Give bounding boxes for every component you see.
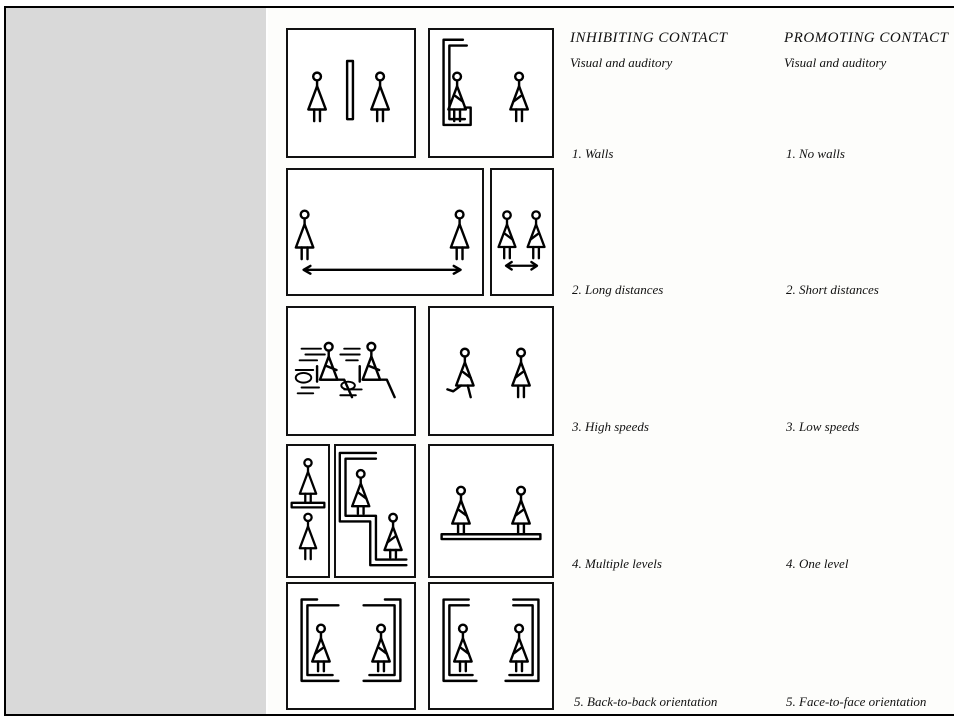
row3-promoting-label: 3. Low speeds — [786, 419, 859, 435]
row1-promoting-label: 1. No walls — [786, 146, 845, 162]
illustration-walls — [286, 28, 416, 158]
document-page: INHIBITING CONTACT Visual and auditory P… — [268, 8, 954, 714]
illustration-short-distances — [490, 168, 554, 296]
row4-inhibiting-label: 4. Multiple levels — [572, 556, 662, 572]
figures-split-levels-icon — [336, 446, 414, 576]
row4-promoting-label: 4. One level — [786, 556, 848, 572]
row2-promoting-label: 2. Short distances — [786, 282, 879, 298]
figures-walking-icon — [430, 308, 552, 434]
illustration-long-distances — [286, 168, 484, 296]
inhibiting-header: INHIBITING CONTACT — [570, 30, 728, 47]
row3-inhibiting-label: 3. High speeds — [572, 419, 649, 435]
illustration-multiple-levels-stacked — [286, 444, 330, 578]
row2-inhibiting-label: 2. Long distances — [572, 282, 663, 298]
illustration-face-to-face — [428, 582, 554, 710]
figures-far-apart-icon — [288, 170, 482, 294]
illustration-multiple-levels-stepped — [334, 444, 416, 578]
promoting-subtitle: Visual and auditory — [784, 55, 886, 71]
row5-inhibiting-label: 5. Back-to-back orientation — [574, 694, 717, 710]
illustration-no-walls — [428, 28, 554, 158]
figures-moving-fast-icon — [288, 308, 414, 434]
illustration-high-speeds — [286, 306, 416, 436]
figures-same-floor-icon — [430, 446, 552, 576]
figures-without-wall-icon — [430, 30, 552, 156]
illustration-back-to-back — [286, 582, 416, 710]
figures-facing-away-icon — [288, 584, 414, 708]
illustration-low-speeds — [428, 306, 554, 436]
figures-facing-each-other-icon — [430, 584, 552, 708]
figures-separated-by-wall-icon — [288, 30, 414, 156]
promoting-header: PROMOTING CONTACT — [784, 30, 949, 47]
inhibiting-subtitle: Visual and auditory — [570, 55, 672, 71]
illustration-one-level — [428, 444, 554, 578]
sidebar-panel — [6, 8, 266, 714]
figures-stacked-floors-icon — [288, 446, 328, 576]
figures-close-together-icon — [492, 170, 552, 294]
row5-promoting-label: 5. Face-to-face orientation — [786, 694, 926, 710]
row1-inhibiting-label: 1. Walls — [572, 146, 613, 162]
